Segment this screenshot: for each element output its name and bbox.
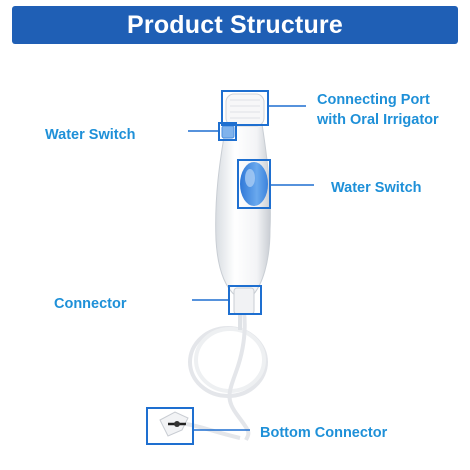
callout-box-connecting-port xyxy=(221,90,269,126)
label-water-switch-left: Water Switch xyxy=(45,127,136,143)
label-connecting-port: Connecting Port with Oral Irrigator xyxy=(317,90,439,130)
coiled-hose xyxy=(188,311,268,441)
label-connecting-port-line1: Connecting Port xyxy=(317,92,430,108)
bottom-connector-part xyxy=(159,411,241,440)
small-water-switch xyxy=(221,125,235,139)
callout-box-water-switch-large xyxy=(237,159,271,209)
label-water-switch-right: Water Switch xyxy=(331,180,422,196)
connecting-port-cap xyxy=(225,93,265,127)
label-bottom-connector: Bottom Connector xyxy=(260,425,388,441)
water-switch-button xyxy=(240,162,268,206)
page-title: Product Structure xyxy=(127,10,343,39)
label-connector: Connector xyxy=(54,296,127,312)
callout-box-bottom-connector xyxy=(146,407,194,445)
title-banner: Product Structure xyxy=(12,6,458,44)
label-connecting-port-line2: with Oral Irrigator xyxy=(317,112,439,128)
